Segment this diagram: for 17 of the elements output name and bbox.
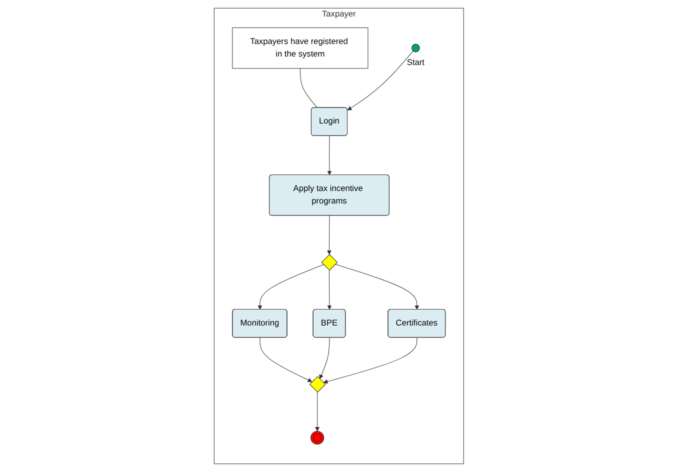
- node-box: Taxpayers have registered in the system: [232, 27, 368, 69]
- node-circle: [412, 44, 420, 52]
- node-diamond: [310, 376, 326, 392]
- arrow: [327, 270, 332, 310]
- arrow: [315, 392, 320, 432]
- connector: [300, 68, 318, 108]
- node-circle: [310, 430, 324, 445]
- arrow: [260, 337, 312, 382]
- node-label: Start: [406, 58, 425, 68]
- arrow: [335, 264, 420, 310]
- arrow: [323, 337, 418, 384]
- arrow: [319, 337, 330, 380]
- arrow: [347, 50, 414, 110]
- arrow: [327, 136, 332, 176]
- arrow: [258, 264, 324, 310]
- arrow: [327, 215, 332, 255]
- node-diamond: [321, 254, 338, 271]
